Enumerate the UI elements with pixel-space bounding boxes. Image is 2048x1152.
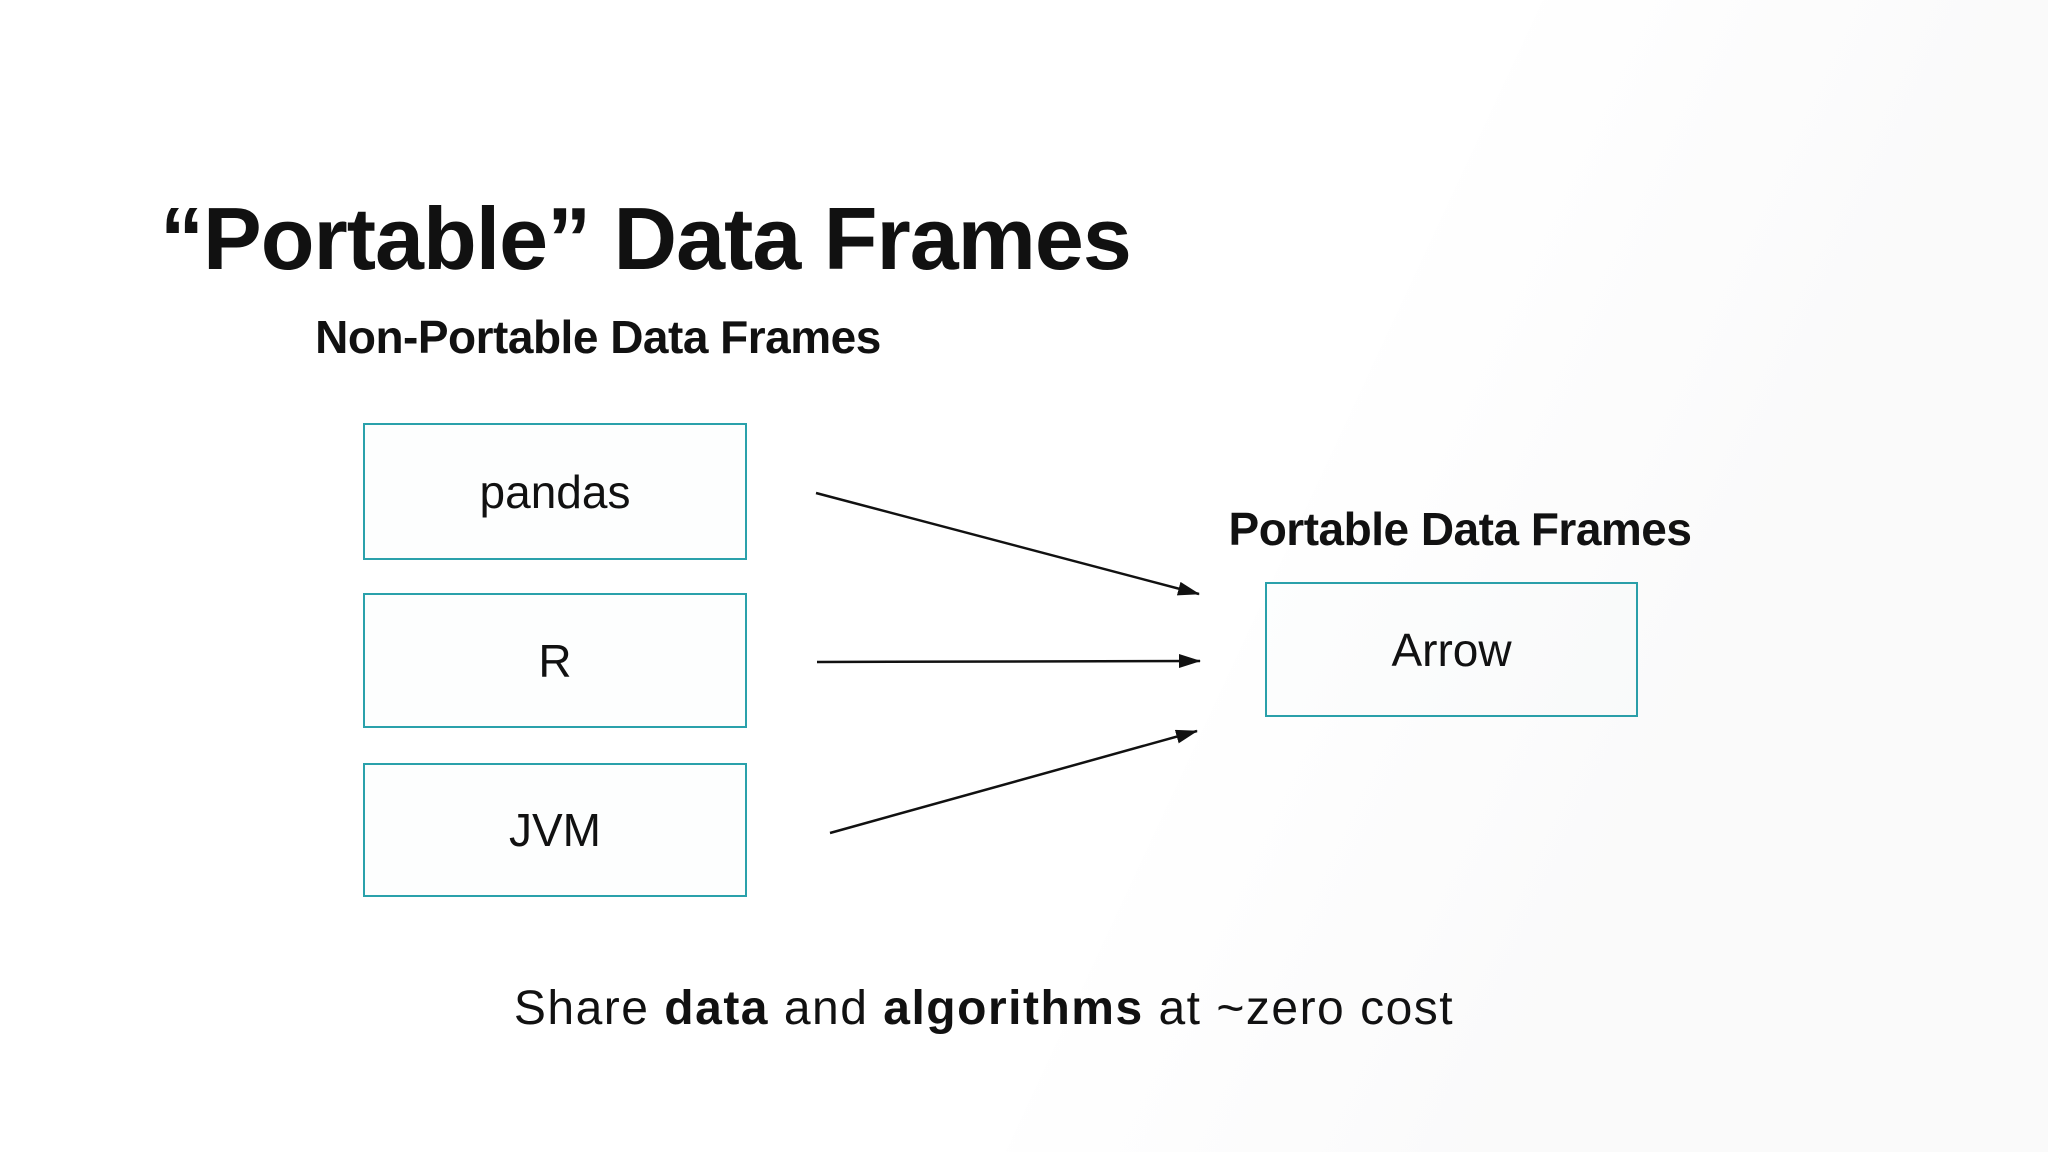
caption-part-3: and xyxy=(769,982,884,1035)
node-box-arrow: Arrow xyxy=(1265,582,1638,717)
node-box-r: R xyxy=(363,593,747,728)
caption: Share data and algorithms at ~zero cost xyxy=(484,983,1484,1035)
caption-part-2: data xyxy=(664,982,769,1035)
non-portable-group-label: Non-Portable Data Frames xyxy=(315,311,881,363)
arrow-r-to-arrow xyxy=(816,654,1201,669)
node-box-jvm: JVM xyxy=(363,763,747,897)
caption-part-1: Share xyxy=(513,982,665,1035)
node-label-pandas: pandas xyxy=(479,465,631,518)
caption-part-5: at ~zero cost xyxy=(1143,982,1455,1035)
node-box-pandas: pandas xyxy=(363,423,747,560)
node-label-jvm: JVM xyxy=(509,804,601,856)
portable-group-label: Portable Data Frames xyxy=(1228,503,1692,555)
caption-part-4: algorithms xyxy=(883,982,1144,1035)
arrow-pandas-to-arrow xyxy=(815,491,1200,596)
node-label-r: R xyxy=(538,634,572,687)
slide-title: “Portable” Data Frames xyxy=(160,188,1132,288)
arrow-jvm-to-arrow xyxy=(829,729,1198,835)
node-label-arrow: Arrow xyxy=(1391,623,1512,676)
